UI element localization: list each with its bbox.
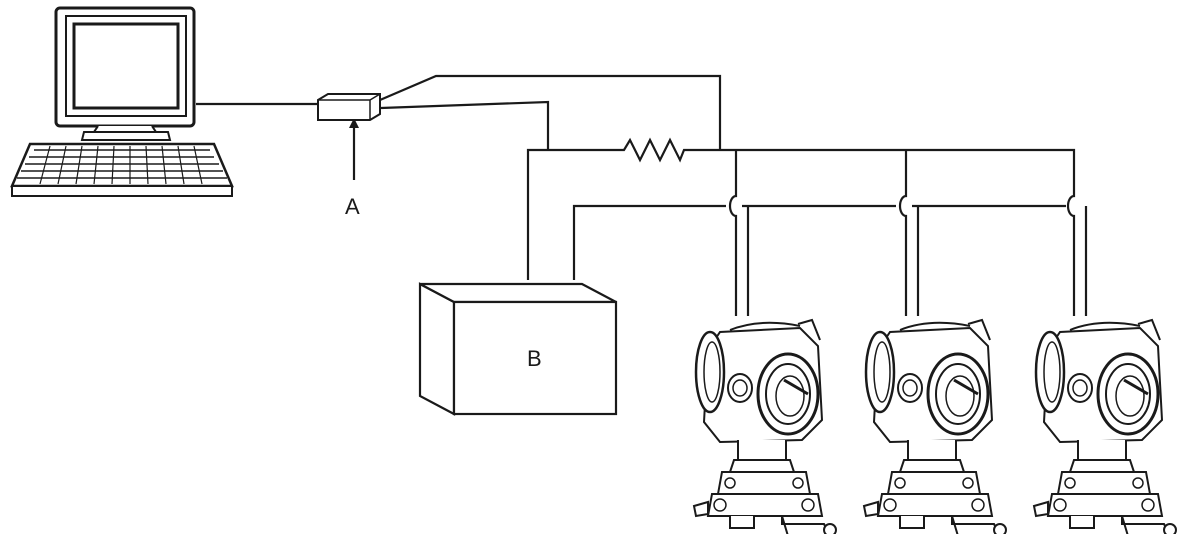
hart-modem-icon — [317, 93, 381, 121]
arrow-head — [349, 118, 359, 128]
pressure-transmitter-1 — [692, 318, 838, 534]
resistor-icon — [618, 137, 688, 163]
label-a: A — [345, 194, 360, 219]
power-supply-box-icon — [418, 282, 618, 416]
computer-icon — [10, 6, 234, 197]
pressure-transmitter-3 — [1032, 318, 1178, 534]
pressure-transmitter-2 — [862, 318, 1008, 534]
label-b: B — [527, 346, 542, 371]
wiring — [196, 74, 1088, 316]
